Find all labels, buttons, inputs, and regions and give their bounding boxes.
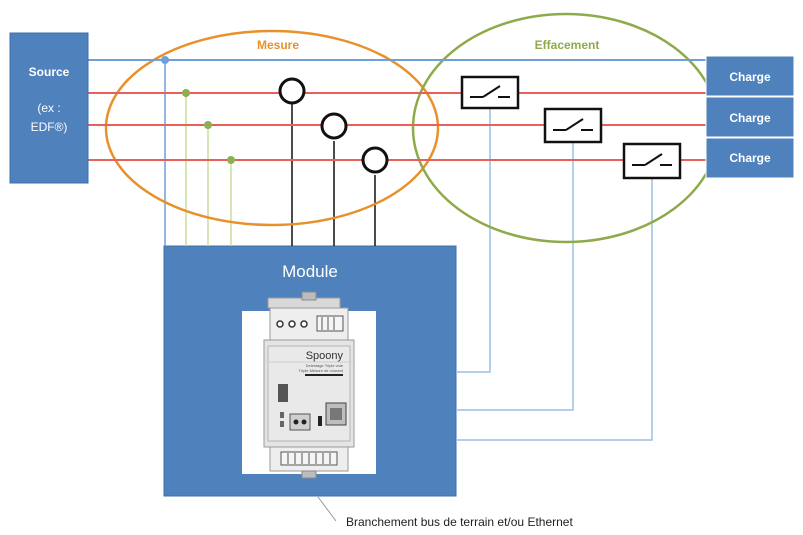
voltage-tap-dot-3	[227, 156, 235, 164]
device-subtitle-1: Delestage Triple voie	[306, 363, 344, 368]
current-transformer-1	[278, 77, 306, 105]
device-brand-underline	[305, 374, 343, 376]
voltage-tap-dot-1	[182, 89, 190, 97]
shedding-zone-label: Effacement	[535, 38, 600, 52]
load-box-2	[705, 96, 795, 138]
voltage-tap-dot-2	[204, 121, 212, 129]
relay-switch-3	[622, 142, 682, 180]
source-detail-line2: EDF®)	[31, 120, 68, 134]
source-box	[9, 32, 89, 184]
current-transformer-2	[320, 112, 348, 140]
caption-pointer	[317, 496, 337, 522]
measure-zone-ellipse	[104, 29, 440, 227]
load-label-2: Charge	[729, 111, 771, 125]
measure-zone-label: Mesure	[257, 38, 299, 52]
relay-switch-1	[460, 75, 520, 110]
neutral-tap-dot	[161, 56, 169, 64]
load-label-1: Charge	[729, 70, 771, 84]
load-label-3: Charge	[729, 151, 771, 165]
relay-wire-3	[456, 178, 653, 441]
relay-wire-1	[456, 108, 491, 373]
current-transformer-3	[361, 146, 389, 174]
device-brand: Spoony	[306, 350, 344, 362]
source-title: Source	[29, 65, 70, 79]
load-box-3	[705, 137, 795, 179]
relay-wire-2	[456, 142, 574, 411]
bottom-caption: Branchement bus de terrain et/ou Etherne…	[346, 515, 573, 529]
relay-switch-2	[543, 107, 603, 144]
module-device-image	[242, 291, 376, 479]
source-detail-line1: (ex :	[37, 101, 60, 115]
module-title: Module	[282, 262, 338, 281]
device-subtitle-2: Triple Mesure de courant	[299, 368, 344, 373]
load-box-1	[705, 55, 795, 97]
